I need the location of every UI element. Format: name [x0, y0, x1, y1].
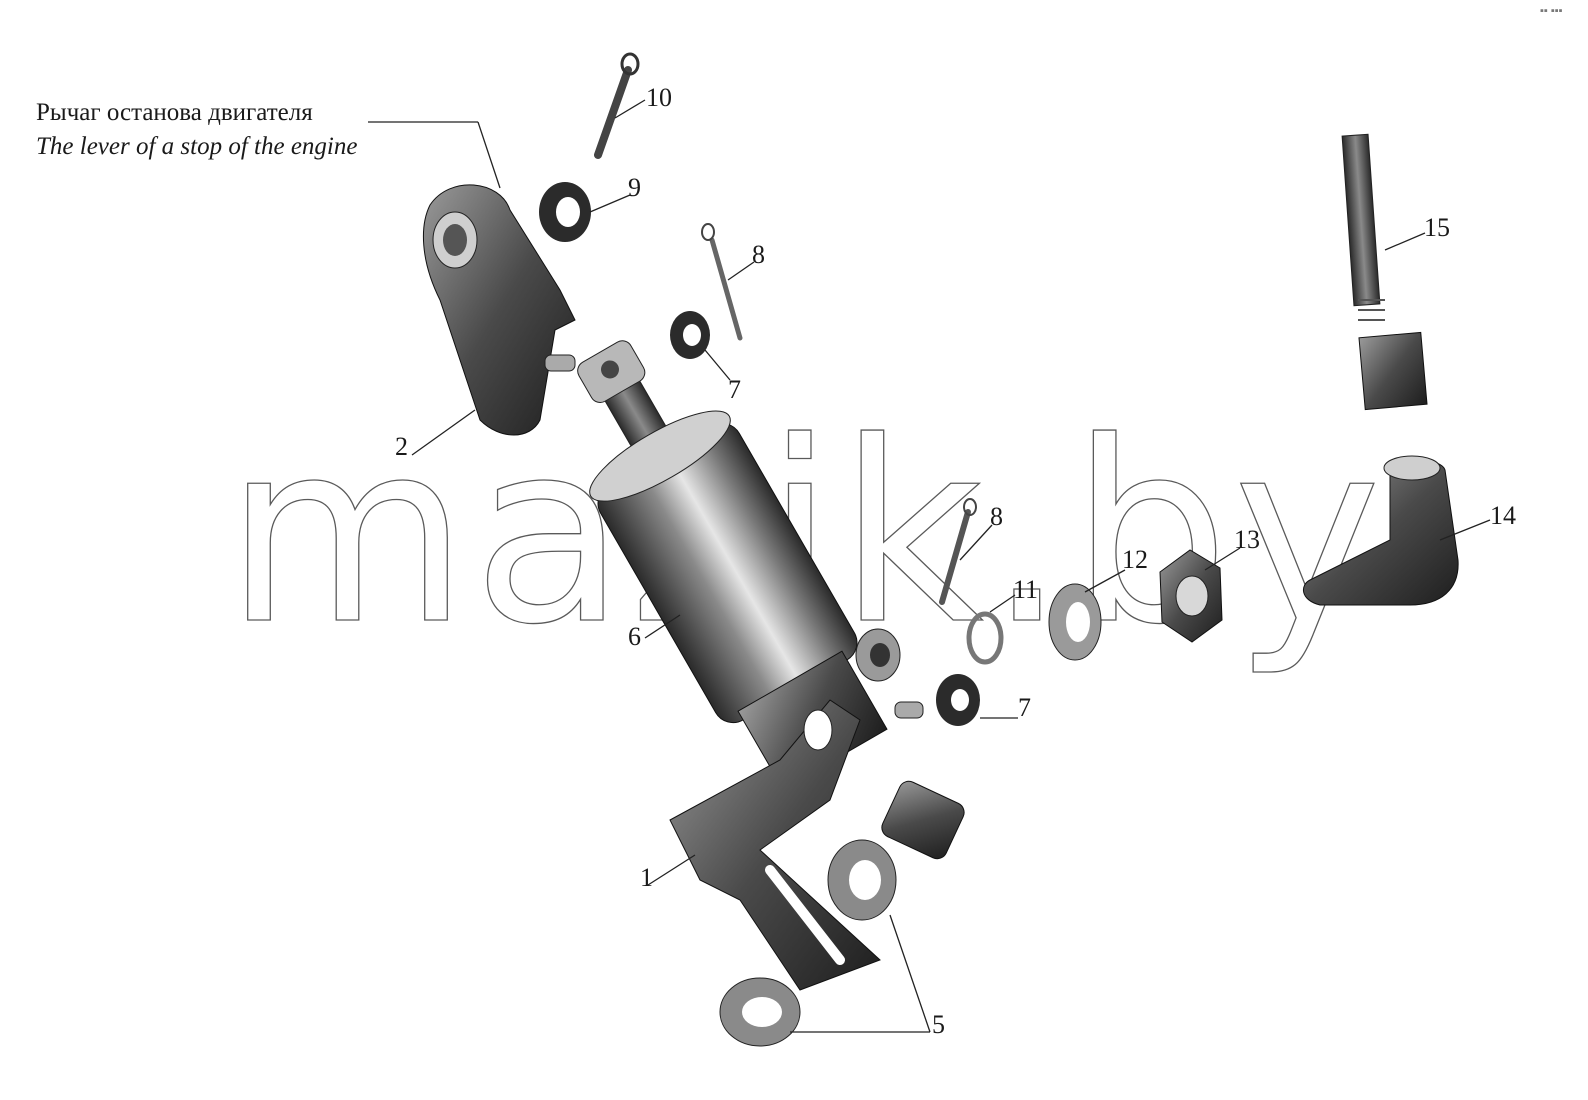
part-13-hex-nut: [1159, 549, 1223, 643]
title-leader-d: [477, 121, 501, 189]
callout-5: 5: [932, 1010, 945, 1039]
callout-7-lower: 7: [1018, 693, 1031, 722]
callout-2: 2: [395, 432, 408, 461]
callout-11: 11: [1013, 575, 1038, 604]
bolt: [881, 780, 965, 860]
part-9-washer: [539, 182, 591, 242]
part-8-cotter-pin-upper: [701, 223, 743, 341]
callout-8-upper: 8: [752, 240, 765, 269]
part-12-washer: [1048, 583, 1102, 661]
part-11-o-ring: [966, 611, 1004, 665]
callout-12: 12: [1122, 545, 1148, 574]
part-14-elbow-fitting: [1302, 455, 1459, 606]
corner-mark: ▪▪ ▪▪▪: [1540, 5, 1563, 17]
part-1-bracket: [669, 699, 881, 991]
callout-9: 9: [628, 173, 641, 202]
part-5-washer-lower: [719, 977, 801, 1047]
callout-13: 13: [1234, 525, 1260, 554]
part-15-pipe: [1341, 133, 1428, 411]
part-7-washer-lower: [936, 674, 980, 726]
part-5-washer-upper: [827, 839, 897, 921]
part-6-cylinder: [577, 340, 924, 790]
part-2-lever: [423, 184, 576, 436]
callout-7-upper: 7: [728, 375, 741, 404]
callout-1: 1: [640, 863, 653, 892]
part-8-cotter-pin-lower: [939, 498, 977, 605]
title-ru: Рычаг останова двигателя: [36, 99, 313, 126]
callout-10: 10: [646, 83, 672, 112]
title-en: The lever of a stop of the engine: [36, 133, 357, 160]
callout-14: 14: [1490, 501, 1516, 530]
callout-8-lower: 8: [990, 502, 1003, 531]
callout-15: 15: [1424, 213, 1450, 242]
callout-6: 6: [628, 622, 641, 651]
leader-lines: [411, 99, 1491, 1033]
part-7-washer-upper: [670, 311, 710, 359]
part-10-cotter-pin: [594, 52, 640, 159]
